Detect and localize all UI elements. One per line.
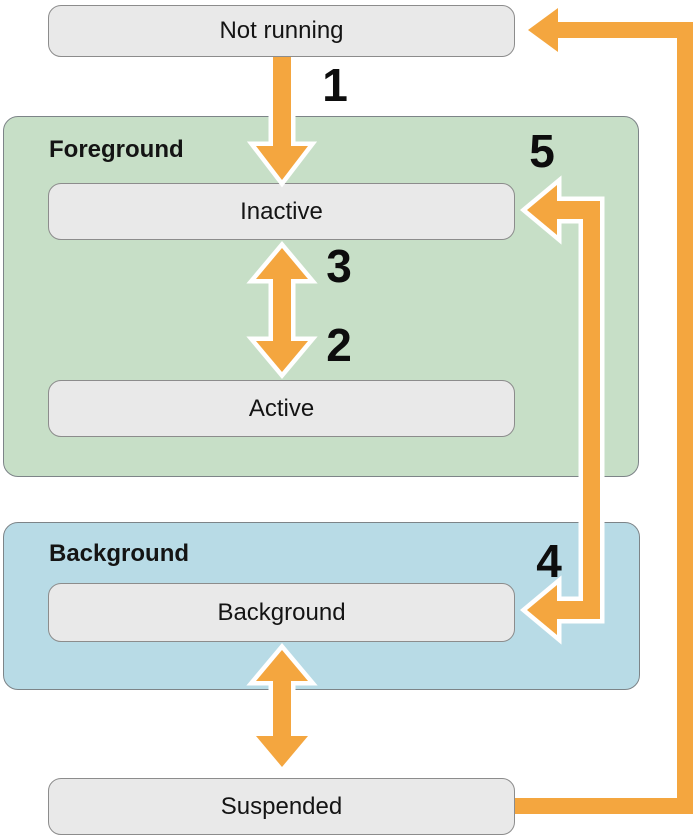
transition-label-5: 5 (529, 125, 555, 177)
state-background: Background (48, 583, 515, 642)
transition-label-3: 3 (326, 240, 352, 292)
background-group-label: Background (49, 540, 190, 567)
state-active-label: Active (248, 394, 315, 422)
state-not-running-label: Not running (219, 17, 344, 44)
state-inactive: Inactive (48, 183, 515, 240)
transition-label-4: 4 (536, 535, 562, 587)
state-suspended: Suspended (48, 778, 515, 835)
state-not-running: Not running (48, 5, 515, 57)
transition-label-1: 1 (322, 59, 348, 111)
state-inactive-label: Inactive (240, 197, 323, 225)
foreground-group-label: Foreground (49, 136, 184, 163)
state-active: Active (48, 380, 515, 437)
state-suspended-label: Suspended (220, 792, 343, 820)
state-background-label: Background (217, 598, 346, 626)
transition-label-2: 2 (326, 319, 352, 371)
